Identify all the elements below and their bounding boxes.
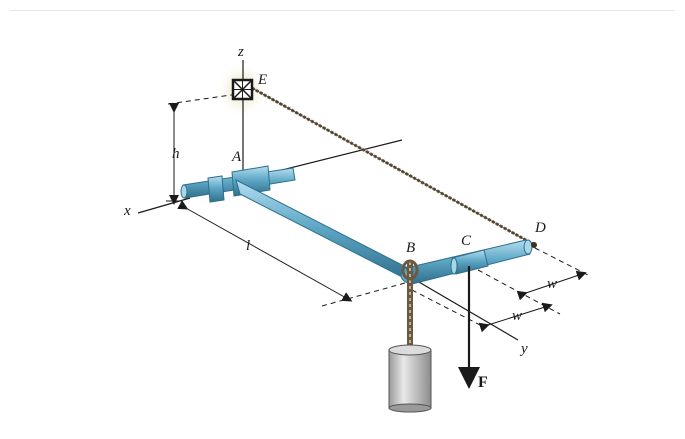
l-dash-bottom (321, 282, 406, 307)
w-dimension-lower (478, 302, 553, 333)
top-divider (10, 10, 675, 11)
label-w-upper: w (547, 276, 557, 292)
label-a: A (231, 149, 242, 165)
x-axis-line (137, 197, 191, 214)
w-dash-d (534, 247, 591, 277)
label-c: C (461, 233, 472, 249)
label-b: B (406, 240, 415, 256)
pipe-end-d (523, 239, 533, 255)
hanging-weight (388, 344, 432, 413)
y-axis-line (411, 277, 519, 341)
label-e: E (257, 72, 267, 88)
w-dimension-upper (516, 270, 587, 301)
h-dash-top (167, 93, 239, 105)
cable-attachment-d (531, 242, 537, 248)
collar-c-end (450, 257, 458, 275)
label-z: z (237, 44, 244, 60)
label-x: x (123, 203, 131, 219)
label-l: l (246, 238, 250, 254)
label-d: D (534, 220, 546, 236)
l-dimension-line (177, 200, 353, 302)
pipe-ab (235, 179, 413, 283)
w-dash-b (411, 289, 483, 327)
label-y: y (519, 341, 528, 357)
support-e (231, 78, 254, 101)
label-h: h (172, 146, 180, 162)
rope-b-to-weight (401, 259, 419, 346)
label-w-lower: w (512, 308, 522, 324)
cable-e-to-d-edge (251, 87, 534, 245)
label-force-f: F (478, 374, 488, 391)
